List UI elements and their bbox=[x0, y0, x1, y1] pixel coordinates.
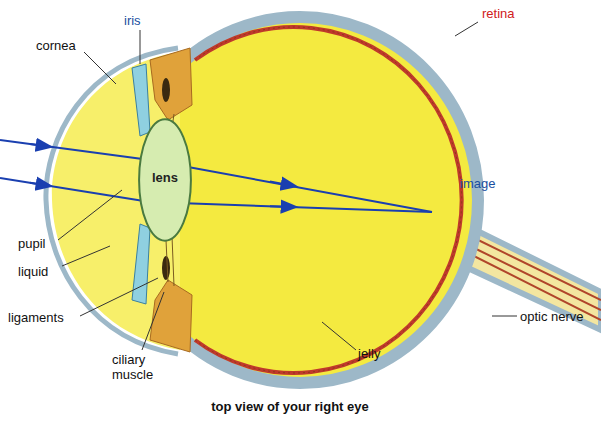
cornea-label: cornea bbox=[36, 38, 76, 53]
ciliary-muscle-top bbox=[150, 48, 192, 120]
part-label: lens bbox=[152, 170, 178, 185]
light-ray bbox=[0, 178, 432, 212]
iris-top bbox=[132, 64, 150, 136]
retina-label: retina bbox=[482, 6, 515, 21]
optic-nerve-label: optic nerve bbox=[520, 309, 584, 324]
iris-bottom bbox=[132, 224, 150, 304]
leader-lines bbox=[58, 22, 517, 350]
ray-arrow bbox=[270, 205, 295, 208]
ciliary-muscle-bottom bbox=[150, 280, 192, 352]
nerve-fibres bbox=[470, 236, 601, 320]
sclera bbox=[122, 17, 478, 383]
ray-arrow bbox=[270, 182, 295, 187]
ciliary-muscle-label: ciliary muscle bbox=[112, 352, 172, 382]
ray-arrow bbox=[30, 183, 50, 186]
retina-layer bbox=[195, 27, 462, 373]
iris-label: iris bbox=[124, 13, 141, 28]
ligaments-label: ligaments bbox=[8, 310, 64, 325]
light-ray bbox=[0, 140, 432, 212]
liquid-label: liquid bbox=[18, 264, 48, 279]
muscle-section bbox=[162, 256, 170, 280]
ray-arrow bbox=[30, 144, 50, 147]
lens-node: lens bbox=[138, 118, 192, 242]
muscle-section bbox=[162, 78, 170, 102]
retina-texture bbox=[195, 27, 462, 373]
pupil-label: pupil bbox=[18, 236, 45, 251]
image-label: image bbox=[460, 176, 495, 191]
caption: top view of your right eye bbox=[211, 399, 368, 414]
jelly-label: jelly bbox=[358, 346, 380, 361]
